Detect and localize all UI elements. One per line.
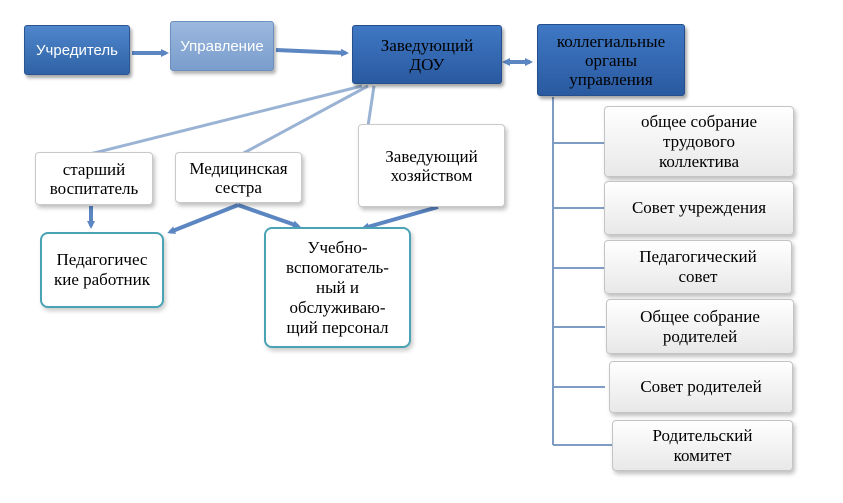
- nurse-label: Медицинская сестра: [189, 158, 288, 197]
- collegial-item-labor-assembly: общее собрание трудового коллектива: [604, 106, 794, 177]
- founder-label: Учредитель: [36, 41, 118, 59]
- founder-box: Учредитель: [24, 25, 130, 75]
- supply-manager-label: Заведующий хозяйством: [385, 146, 478, 185]
- collegial-item-parents-committee: Родительский комитет: [612, 420, 793, 471]
- line-head-to-nurse: [239, 84, 369, 157]
- arrow-nurse-to-teaching: [167, 203, 239, 234]
- collegial-item-label: Педагогический совет: [639, 247, 757, 286]
- line-head-to-senior-educator: [85, 84, 363, 157]
- senior-educator-label: старший воспитатель: [49, 159, 139, 198]
- teaching-staff-label: Педагогичес кие работник: [53, 250, 150, 289]
- collegial-item-parents-council: Совет родителей: [609, 361, 793, 413]
- support-staff-label: Учебно- вспомогатель- ный и обслуживаю- …: [286, 237, 389, 337]
- arrow-supply-to-support: [361, 205, 439, 231]
- collegial-item-label: Совет учреждения: [631, 198, 767, 217]
- nurse-box: Медицинская сестра: [175, 152, 302, 203]
- collegial-item-label: Общее собрание родителей: [640, 306, 760, 346]
- collegial-bodies-box: коллегиальные органы управления: [537, 24, 685, 96]
- administration-label: Управление: [180, 37, 264, 55]
- collegial-item-institution-council: Совет учреждения: [604, 181, 794, 235]
- collegial-item-label: Совет родителей: [640, 377, 762, 396]
- support-staff-box: Учебно- вспомогатель- ный и обслуживаю- …: [264, 227, 411, 348]
- head-box: Заведующий ДОУ: [352, 25, 502, 84]
- head-label: Заведующий ДОУ: [380, 35, 474, 74]
- collegial-item-label: общее собрание трудового коллектива: [640, 111, 758, 171]
- administration-box: Управление: [170, 21, 274, 71]
- arrow-administration-to-head: [275, 48, 349, 57]
- senior-educator-box: старший воспитатель: [35, 152, 153, 205]
- collegial-item-pedagogical-council: Педагогический совет: [604, 240, 792, 294]
- supply-manager-box: Заведующий хозяйством: [358, 124, 505, 207]
- arrow-nurse-to-support: [237, 203, 301, 229]
- line-head-to-supply-manager: [366, 85, 376, 127]
- collegial-bodies-label: коллегиальные органы управления: [556, 31, 666, 89]
- collegial-item-parents-assembly: Общее собрание родителей: [606, 299, 794, 354]
- teaching-staff-box: Педагогичес кие работник: [40, 232, 164, 308]
- collegial-item-label: Родительский комитет: [652, 425, 753, 465]
